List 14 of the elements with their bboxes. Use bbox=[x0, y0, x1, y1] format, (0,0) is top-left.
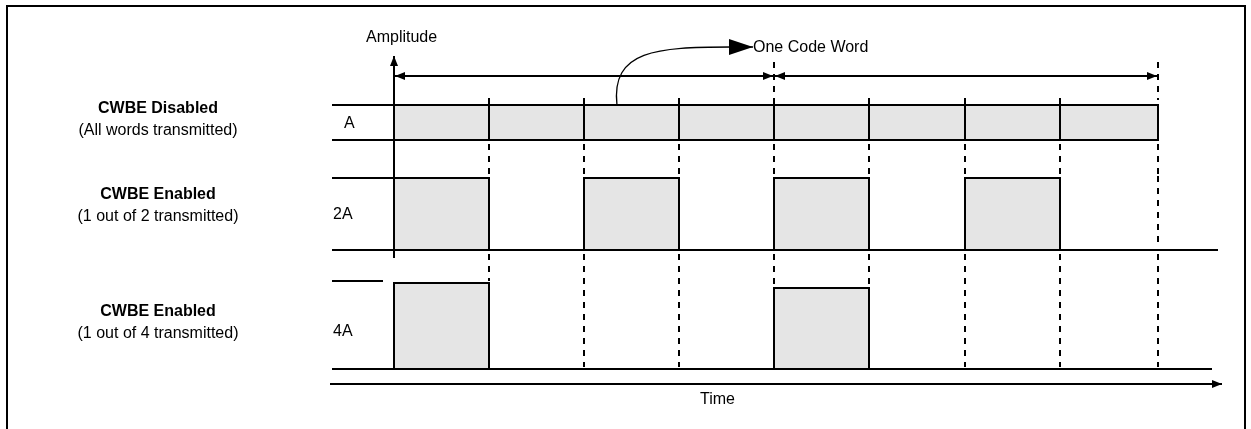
label: 2A bbox=[333, 204, 354, 224]
row-heading: CWBE Disabled bbox=[97, 98, 219, 118]
row-heading: CWBE Enabled bbox=[99, 301, 217, 321]
row-heading: CWBE Enabled bbox=[99, 184, 217, 204]
callout-text: One Code Word bbox=[753, 38, 869, 55]
code-word-cell bbox=[583, 104, 680, 141]
label: (1 out of 4 transmitted) bbox=[76, 323, 240, 343]
label: (1 out of 2 transmitted) bbox=[76, 206, 240, 226]
label: Time bbox=[700, 389, 736, 409]
label: 4A bbox=[333, 321, 354, 341]
leader-line bbox=[615, 39, 754, 106]
label: Amplitude bbox=[366, 27, 439, 47]
label: (All words transmitted) bbox=[77, 120, 239, 140]
label: A bbox=[344, 113, 356, 133]
